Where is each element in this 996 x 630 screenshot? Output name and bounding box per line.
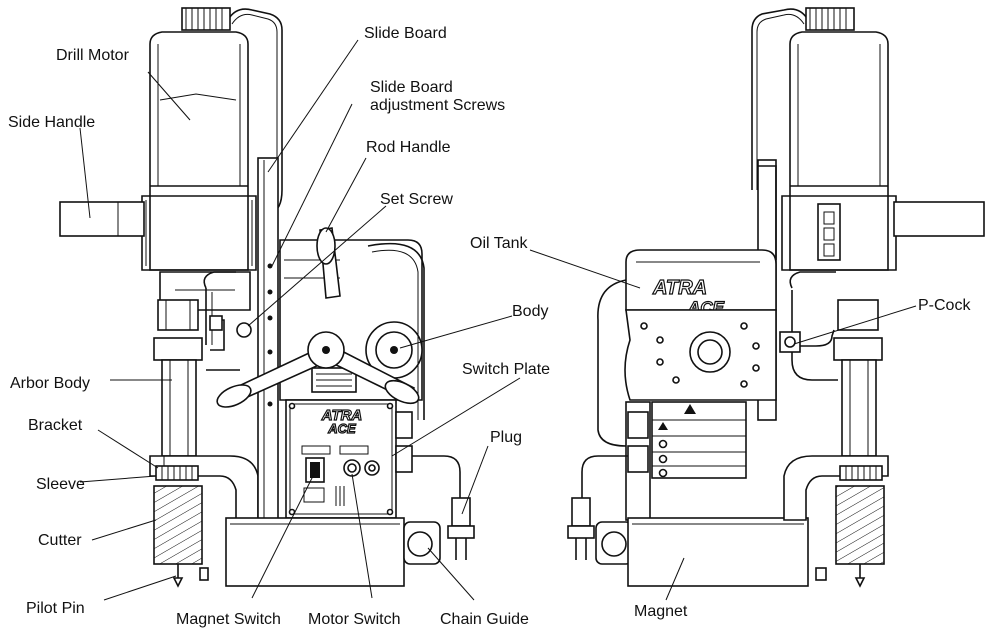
rod-handle: [216, 227, 420, 408]
drill-motor: [141, 31, 257, 271]
callout-labels: Drill Motor Side Handle Slide Board Slid…: [8, 25, 971, 628]
chain-guide: [403, 521, 441, 565]
label-drill-motor: Drill Motor: [56, 47, 130, 64]
label-slide-board-adjustment-line1: Slide Board: [370, 79, 453, 96]
label-body: Body: [512, 303, 548, 320]
label-plug: Plug: [490, 429, 522, 446]
label-oil-tank: Oil Tank: [470, 235, 529, 252]
label-p-cock: P-Cock: [918, 297, 971, 314]
magnet-base-back: [627, 517, 809, 587]
sleeve: [155, 465, 199, 481]
label-slide-board: Slide Board: [364, 25, 447, 42]
arbor-body: [153, 299, 203, 457]
brand-logo-front: ATRA: [321, 407, 363, 424]
label-cutter: Cutter: [38, 532, 82, 549]
label-magnet: Magnet: [634, 603, 688, 620]
label-set-screw: Set Screw: [380, 191, 453, 208]
leader-lines: [79, 39, 917, 601]
label-pilot-pin: Pilot Pin: [26, 600, 85, 617]
back-view-machine: ATRA ACE: [567, 7, 985, 588]
svg-text:ACE: ACE: [327, 421, 356, 436]
label-magnet-switch: Magnet Switch: [176, 611, 281, 628]
label-rod-handle: Rod Handle: [366, 139, 451, 156]
p-cock: [779, 329, 835, 353]
cutter: [153, 485, 203, 588]
set-screw: [236, 322, 252, 338]
magnet-base-front: [199, 517, 405, 587]
front-view-machine: ATRA ACE: [59, 7, 475, 588]
label-slide-board-adjustment-line2: adjustment Screws: [370, 97, 505, 114]
warning-plate: [651, 401, 747, 479]
label-chain-guide: Chain Guide: [440, 611, 529, 628]
plug: [447, 497, 475, 560]
drill-motor-back: [781, 31, 897, 271]
label-switch-plate: Switch Plate: [462, 361, 550, 378]
label-sleeve: Sleeve: [36, 476, 85, 493]
oil-tank: ATRA ACE: [625, 249, 777, 318]
cable-spring-back: [805, 7, 855, 31]
label-arbor-body: Arbor Body: [10, 375, 90, 392]
label-bracket: Bracket: [28, 417, 83, 434]
machine-body: [279, 239, 423, 401]
switch-plate: ATRA ACE: [285, 399, 397, 519]
plug-back: [567, 497, 595, 560]
cable-spring: [181, 7, 231, 31]
brand-logo-back: ATRA: [652, 277, 707, 299]
label-motor-switch: Motor Switch: [308, 611, 400, 628]
slide-board: [257, 157, 279, 537]
label-side-handle: Side Handle: [8, 114, 95, 131]
side-handle: [59, 201, 145, 237]
